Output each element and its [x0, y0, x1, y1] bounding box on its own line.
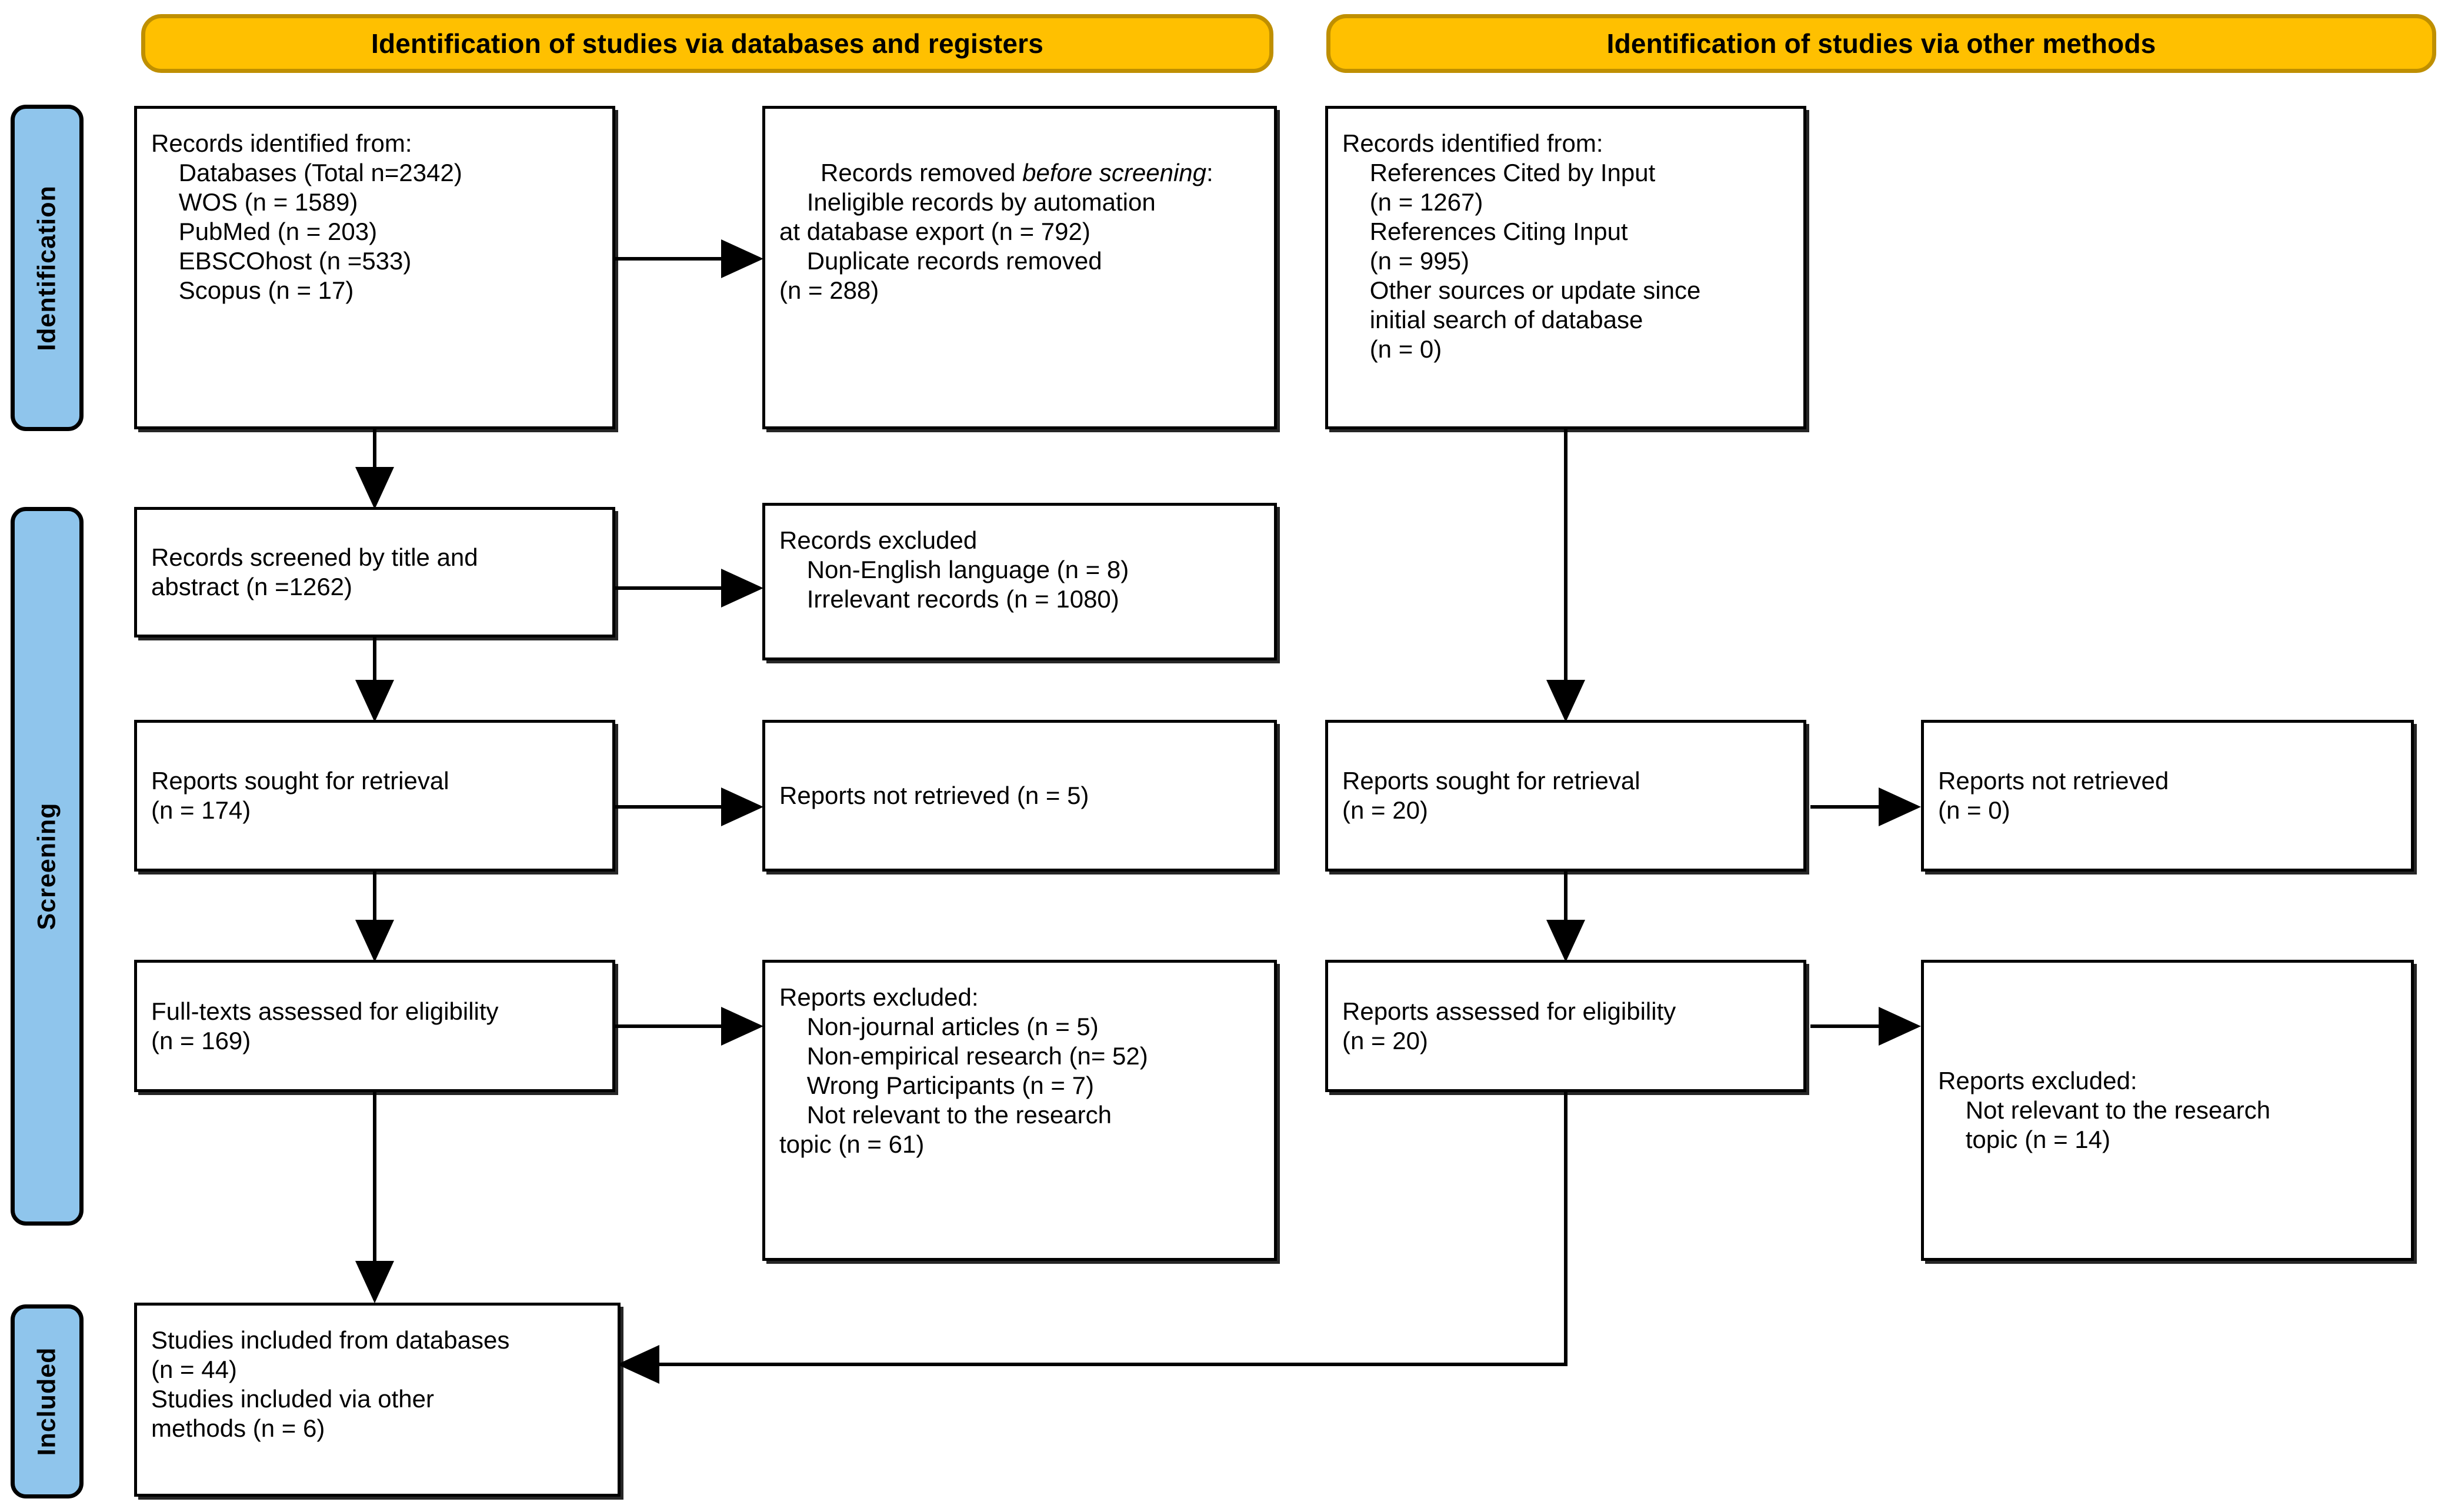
box-reports-excluded-databases-text: Reports excluded: Non-journal articles (…	[779, 983, 1148, 1158]
box-reports-sought-databases: Reports sought for retrieval (n = 174)	[134, 720, 615, 872]
records-removed-lead-tail: :	[1206, 158, 1213, 186]
box-records-identified-databases-text: Records identified from: Databases (Tota…	[151, 129, 462, 304]
box-reports-excluded-other-text: Reports excluded: Not relevant to the re…	[1938, 1067, 2270, 1153]
box-reports-not-retrieved-other-text: Reports not retrieved (n = 0)	[1938, 767, 2169, 824]
rail-identification-label: Identification	[32, 185, 61, 351]
box-reports-sought-other-text: Reports sought for retrieval (n = 20)	[1342, 767, 1640, 824]
box-records-screened: Records screened by title and abstract (…	[134, 507, 615, 637]
banner-databases-and-registers: Identification of studies via databases …	[141, 14, 1273, 73]
rail-included-label: Included	[32, 1347, 61, 1456]
rail-screening: Screening	[11, 507, 84, 1226]
box-full-texts-assessed: Full-texts assessed for eligibility (n =…	[134, 960, 615, 1092]
box-full-texts-assessed-text: Full-texts assessed for eligibility (n =…	[151, 997, 499, 1054]
box-records-identified-databases: Records identified from: Databases (Tota…	[134, 106, 615, 429]
box-studies-included: Studies included from databases (n = 44)…	[134, 1303, 621, 1497]
box-reports-not-retrieved-databases-text: Reports not retrieved (n = 5)	[779, 782, 1089, 810]
box-reports-assessed-other-text: Reports assessed for eligibility (n = 20…	[1342, 997, 1676, 1054]
rail-identification: Identification	[11, 105, 84, 431]
box-reports-assessed-other: Reports assessed for eligibility (n = 20…	[1325, 960, 1806, 1092]
rail-screening-label: Screening	[32, 802, 61, 930]
box-records-removed-before-screening: Records removed before screening: Inelig…	[762, 106, 1277, 429]
records-removed-body: Ineligible records by automation at data…	[779, 188, 1156, 304]
banner-other-methods: Identification of studies via other meth…	[1326, 14, 2436, 73]
banner-databases-label: Identification of studies via databases …	[371, 28, 1044, 59]
box-reports-not-retrieved-databases: Reports not retrieved (n = 5)	[762, 720, 1277, 872]
box-records-removed-text: Records removed before screening: Inelig…	[765, 129, 1274, 335]
banner-other-methods-label: Identification of studies via other meth…	[1606, 28, 2156, 59]
box-records-excluded-text: Records excluded Non-English language (n…	[779, 526, 1129, 613]
box-records-identified-other-text: Records identified from: References Cite…	[1342, 129, 1701, 363]
box-records-screened-text: Records screened by title and abstract (…	[151, 543, 478, 600]
box-studies-included-text: Studies included from databases (n = 44)…	[151, 1326, 510, 1442]
box-records-excluded: Records excluded Non-English language (n…	[762, 503, 1277, 660]
rail-included: Included	[11, 1304, 84, 1498]
box-reports-sought-other: Reports sought for retrieval (n = 20)	[1325, 720, 1806, 872]
box-reports-excluded-databases: Reports excluded: Non-journal articles (…	[762, 960, 1277, 1261]
box-records-identified-other-methods: Records identified from: References Cite…	[1325, 106, 1806, 429]
records-removed-lead-italic: before screening	[1022, 158, 1207, 186]
box-reports-not-retrieved-other: Reports not retrieved (n = 0)	[1921, 720, 2414, 872]
records-removed-lead: Records removed	[821, 158, 1023, 186]
box-reports-excluded-other: Reports excluded: Not relevant to the re…	[1921, 960, 2414, 1261]
box-reports-sought-databases-text: Reports sought for retrieval (n = 174)	[151, 767, 449, 824]
